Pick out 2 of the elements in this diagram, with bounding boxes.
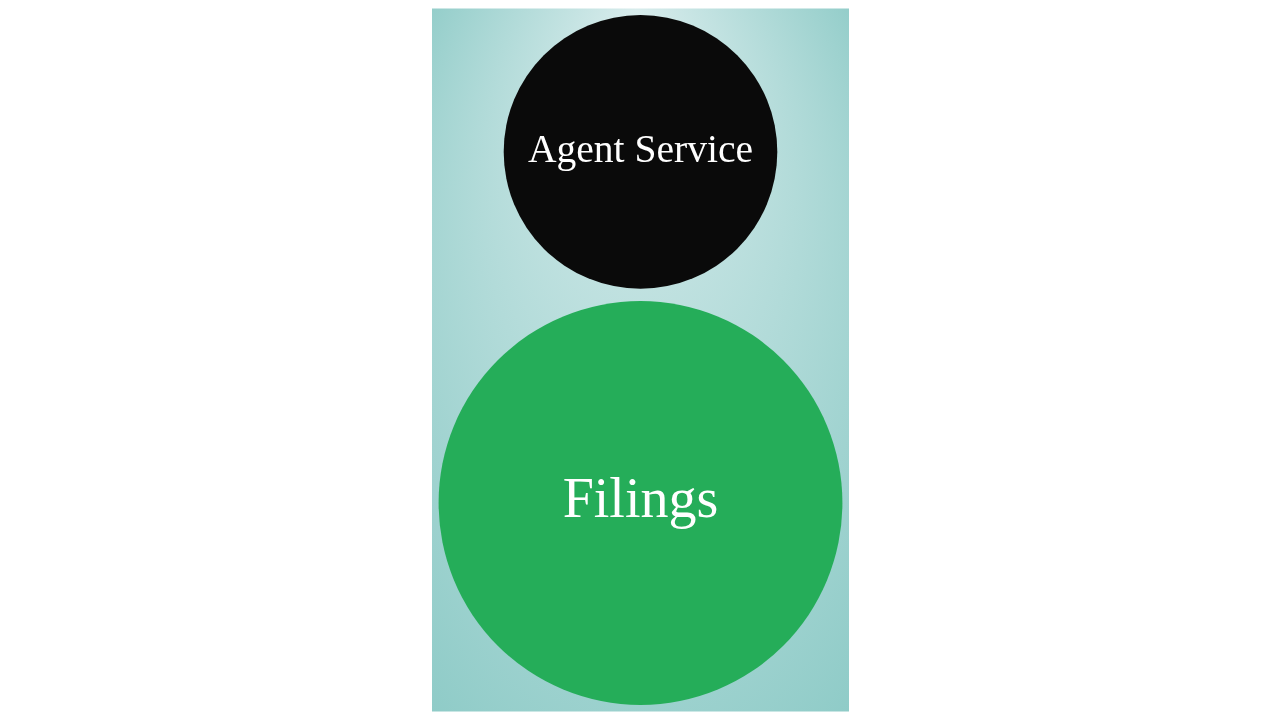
node-circle: Agent Service [503, 15, 777, 289]
node-circle: Filings [438, 301, 842, 705]
